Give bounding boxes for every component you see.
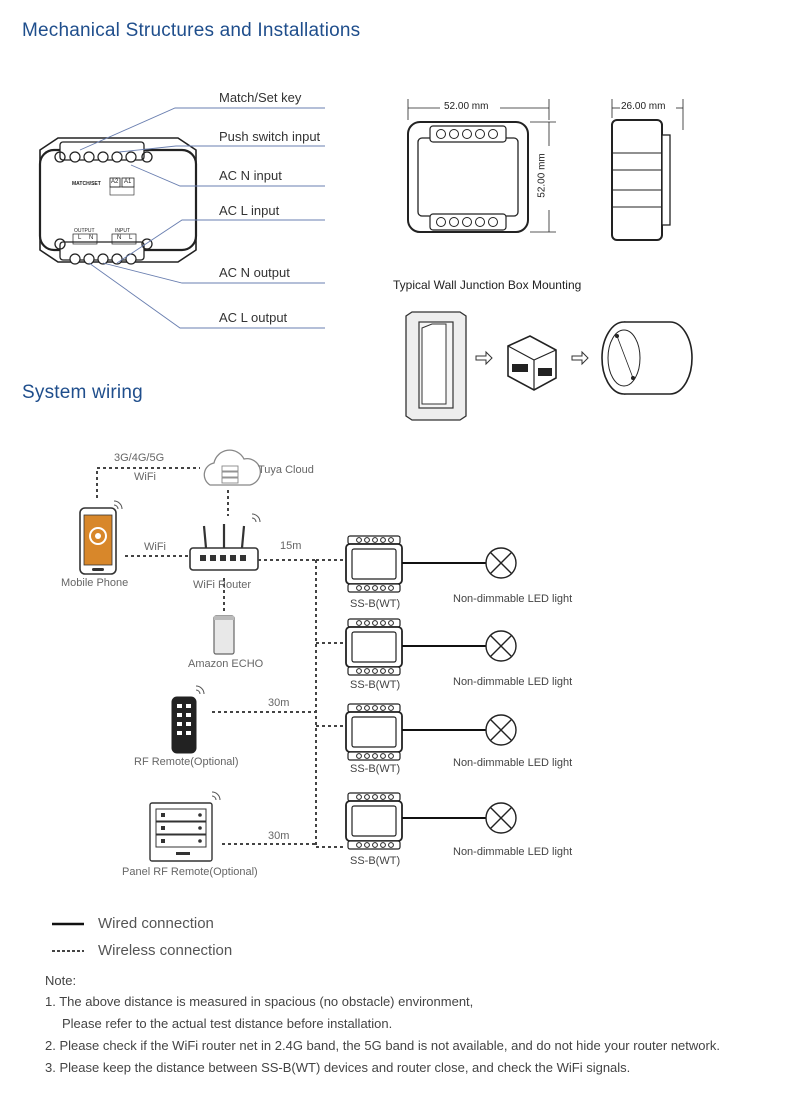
router-label: WiFi Router: [193, 579, 252, 591]
callout-ac-n-output: AC N output: [219, 265, 290, 280]
device-label-a2: A2: [111, 179, 119, 185]
panel-remote-label: Panel RF Remote(Optional): [122, 866, 258, 878]
lamp-1-icon: [485, 547, 517, 579]
section-title-mechanical: Mechanical Structures and Installations: [22, 20, 361, 41]
callout-ac-l-input: AC L input: [219, 203, 280, 218]
network-label-wifi: WiFi: [134, 471, 156, 483]
device-2-label: SS-B(WT): [350, 679, 401, 691]
device-label-match-set: MATCH/SET: [72, 181, 101, 187]
front-dimension-drawing: [407, 99, 556, 233]
mounting-title: Typical Wall Junction Box Mounting: [393, 278, 582, 292]
note-line-1: 1. The above distance is measured in spa…: [45, 994, 474, 1009]
device-label-output: OUTPUT: [74, 228, 95, 234]
device-4-label: SS-B(WT): [350, 855, 401, 867]
callout-lines: [79, 107, 325, 329]
dimension-width: 52.00 mm: [444, 101, 489, 112]
legend-wireless-label: Wireless connection: [98, 942, 233, 959]
device-label-output-n: N: [89, 235, 94, 241]
note-line-2: 2. Please check if the WiFi router net i…: [45, 1038, 720, 1053]
cloud-label: Tuya Cloud: [258, 464, 314, 476]
lamp-4-icon: [485, 802, 517, 834]
router-icon: [189, 513, 261, 571]
note-line-3: 3. Please keep the distance between SS-B…: [45, 1060, 631, 1075]
callout-push-switch-input: Push switch input: [219, 129, 321, 144]
lamp-2-icon: [485, 630, 517, 662]
dimension-height: 52.00 mm: [536, 153, 548, 198]
device-4-drawing: [345, 792, 403, 850]
device-3-drawing: [345, 703, 403, 761]
light-3-label: Non-dimmable LED light: [453, 757, 573, 769]
device-label-input-n: N: [117, 235, 122, 241]
device-label-output-l: L: [78, 235, 82, 241]
note-heading: Note:: [45, 973, 77, 988]
mobile-phone-icon: [79, 500, 123, 575]
callout-ac-n-input: AC N input: [219, 168, 282, 183]
device-label-input: INPUT: [115, 228, 130, 234]
panel-remote-icon: [149, 791, 221, 862]
rf-remote-icon: [171, 685, 205, 754]
note-line-1b: Please refer to the actual test distance…: [62, 1016, 393, 1031]
wifi-link-label: WiFi: [144, 541, 166, 553]
main-device-drawing: [38, 137, 198, 265]
device-3-label: SS-B(WT): [350, 763, 401, 775]
mounting-drawing: [405, 311, 693, 421]
light-2-label: Non-dimmable LED light: [453, 676, 573, 688]
device-label-a1: A1: [124, 179, 132, 185]
device-2-drawing: [345, 618, 403, 676]
lamp-3-icon: [485, 714, 517, 746]
rf-remote-label: RF Remote(Optional): [134, 756, 239, 768]
legend-wired-label: Wired connection: [98, 915, 214, 932]
side-dimension-drawing: [611, 99, 684, 241]
callout-ac-l-output: AC L output: [219, 310, 288, 325]
device-1-label: SS-B(WT): [350, 598, 401, 610]
amazon-echo-icon: [213, 578, 235, 655]
echo-label: Amazon ECHO: [188, 658, 264, 670]
light-1-label: Non-dimmable LED light: [453, 593, 573, 605]
distance-router: 15m: [280, 540, 302, 552]
dimension-depth: 26.00 mm: [621, 101, 666, 112]
section-title-wiring: System wiring: [22, 382, 143, 403]
light-4-label: Non-dimmable LED light: [453, 846, 573, 858]
device-1-drawing: [345, 535, 403, 593]
device-label-input-l: L: [129, 235, 133, 241]
distance-panel-remote: 30m: [268, 830, 290, 842]
callout-match-set-key: Match/Set key: [219, 90, 302, 105]
phone-label: Mobile Phone: [61, 577, 129, 589]
network-label-cellular: 3G/4G/5G: [114, 452, 165, 464]
distance-rf-remote: 30m: [268, 697, 290, 709]
cloud-icon: [203, 449, 261, 486]
